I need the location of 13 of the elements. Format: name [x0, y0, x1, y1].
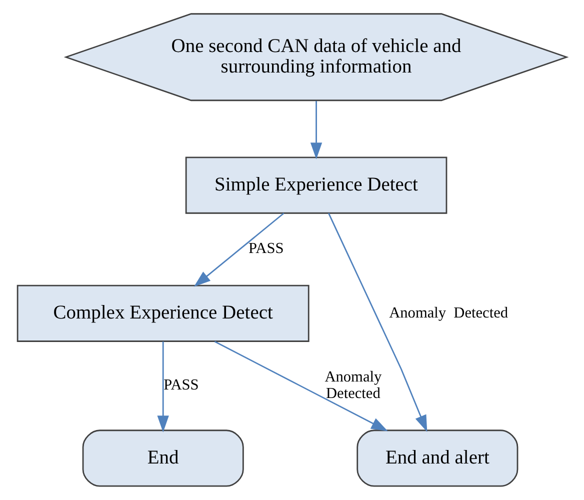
- edge-label: PASS: [164, 376, 199, 394]
- node-box: Complex Experience Detect: [16, 284, 310, 342]
- arrow: [214, 340, 388, 432]
- arrow: [310, 100, 322, 160]
- node-box: Simple Experience Detect: [185, 156, 448, 214]
- node-box: End: [82, 430, 244, 487]
- node-box: End and alert: [356, 430, 518, 487]
- edge-label: Anomaly Detected: [389, 304, 508, 322]
- arrow: [328, 212, 428, 432]
- arrow: [157, 342, 169, 432]
- arrow: [194, 212, 284, 287]
- edge-label: Anomaly Detected: [324, 368, 382, 402]
- edge-label: PASS: [248, 240, 284, 258]
